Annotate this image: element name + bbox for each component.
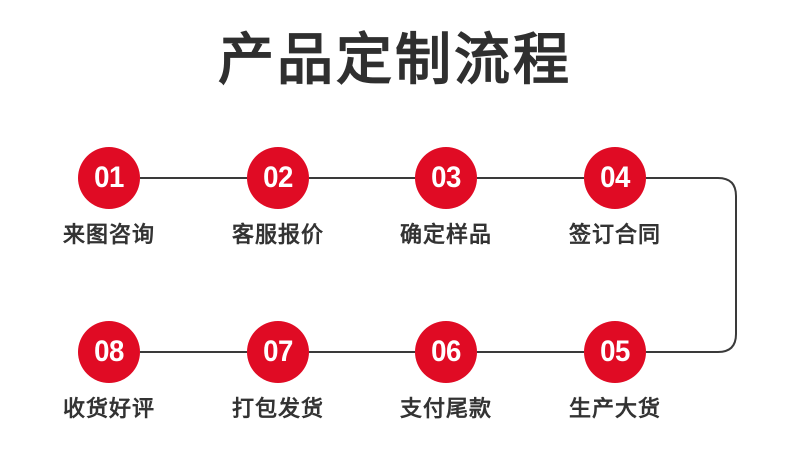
step-label-04: 签订合同	[568, 222, 661, 247]
step-label-07: 打包发货	[231, 396, 324, 421]
flow-step-03[interactable]: 03 确定样品	[361, 147, 531, 249]
flow-step-05[interactable]: 05 生产大货	[530, 321, 700, 423]
step-badge-06: 06	[415, 321, 477, 383]
connector-04-to-05-wrap	[646, 177, 737, 353]
flow-step-01[interactable]: 01 来图咨询	[24, 147, 194, 249]
step-badge-03: 03	[415, 147, 477, 209]
step-badge-08: 08	[78, 321, 140, 383]
flow-step-02[interactable]: 02 客服报价	[193, 147, 363, 249]
step-label-08: 收货好评	[62, 396, 155, 421]
step-label-06: 支付尾款	[399, 396, 492, 421]
step-label-03: 确定样品	[399, 222, 492, 247]
flow-step-04[interactable]: 04 签订合同	[530, 147, 700, 249]
flow-step-08[interactable]: 08 收货好评	[24, 321, 194, 423]
flow-step-07[interactable]: 07 打包发货	[193, 321, 363, 423]
step-label-05: 生产大货	[568, 396, 661, 421]
step-badge-07: 07	[247, 321, 309, 383]
step-badge-05: 05	[584, 321, 646, 383]
flow-step-06[interactable]: 06 支付尾款	[361, 321, 531, 423]
step-number-05: 05	[600, 335, 630, 368]
step-badge-02: 02	[247, 147, 309, 209]
step-number-07: 07	[263, 335, 293, 368]
step-label-01: 来图咨询	[62, 222, 155, 247]
step-badge-01: 01	[78, 147, 140, 209]
step-number-02: 02	[263, 161, 293, 194]
step-label-02: 客服报价	[231, 222, 324, 247]
step-number-04: 04	[600, 161, 630, 194]
step-number-03: 03	[431, 161, 461, 194]
step-number-01: 01	[94, 161, 124, 194]
step-badge-04: 04	[584, 147, 646, 209]
step-number-08: 08	[94, 335, 124, 368]
step-number-06: 06	[431, 335, 461, 368]
page-title: 产品定制流程	[218, 28, 572, 91]
